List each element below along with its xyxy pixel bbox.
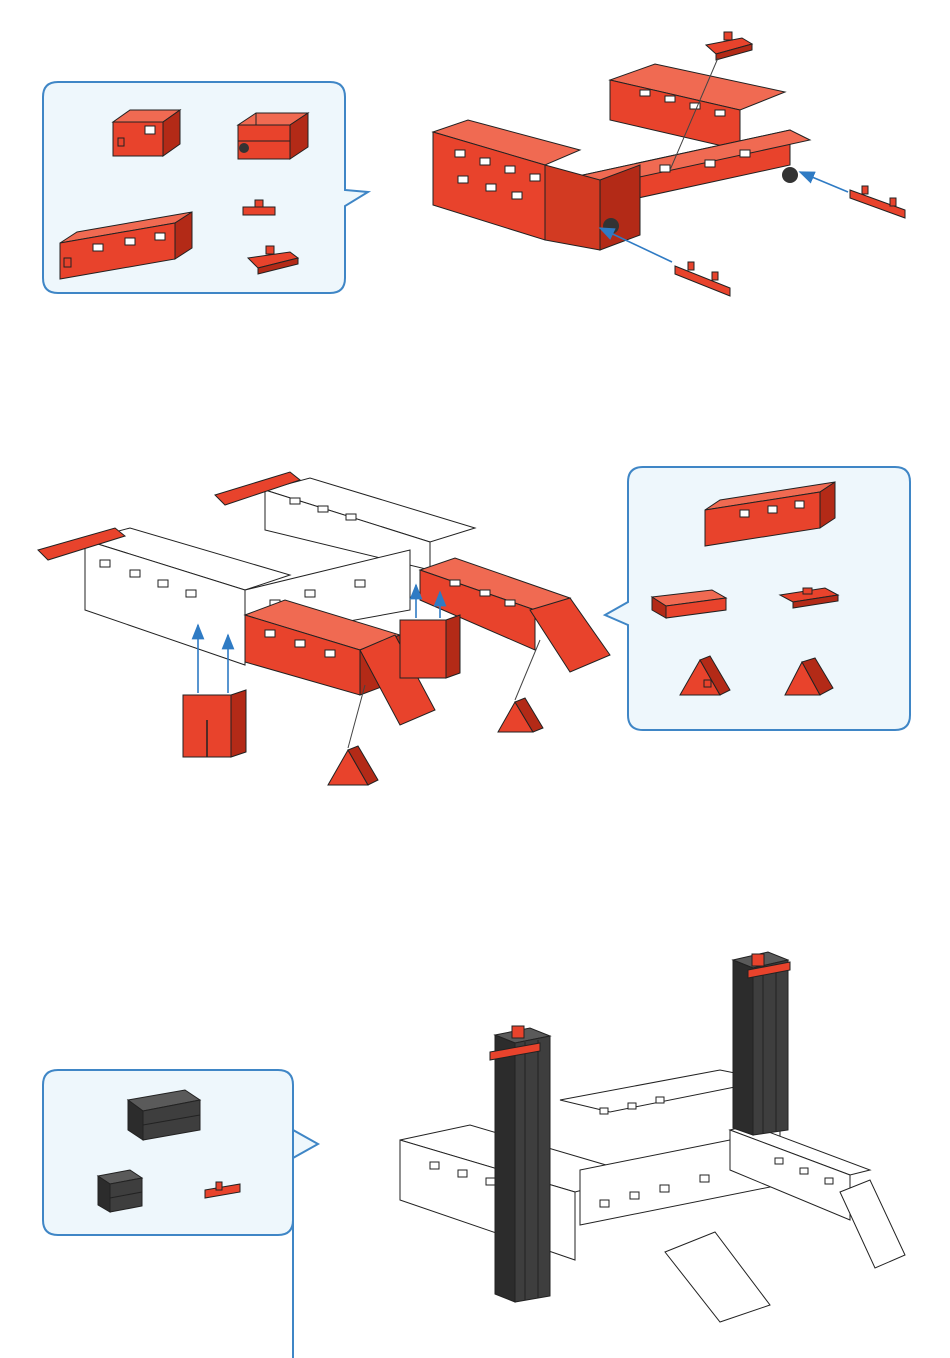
- angle-block-right: [498, 698, 543, 732]
- angle-block-bottom: [328, 746, 378, 785]
- black-building-block-15-icon: [98, 1170, 142, 1212]
- red-building-block-15-icon: [113, 110, 180, 156]
- assembly-step-3: [0, 930, 950, 1358]
- black-tower-left: [490, 1026, 550, 1302]
- red-base-frame-assembly: [433, 32, 905, 296]
- parts-callout-step-3: [43, 1070, 318, 1358]
- loose-plate-left: [183, 690, 246, 757]
- connector-loose-bottom: [675, 262, 730, 296]
- parts-callout-step-2: [605, 467, 910, 730]
- assembly-step-1: [0, 0, 950, 330]
- red-building-block-30-grooved-icon: [238, 113, 308, 159]
- frame-with-ramps-assembly: [38, 472, 610, 785]
- assembly-step-2: [0, 450, 950, 810]
- black-tower-right: [733, 952, 790, 1135]
- frame-with-towers-assembly: [400, 952, 905, 1322]
- loose-plate-right: [400, 615, 460, 678]
- parts-callout-step-1: [43, 82, 368, 293]
- connector-loose-right: [850, 186, 905, 218]
